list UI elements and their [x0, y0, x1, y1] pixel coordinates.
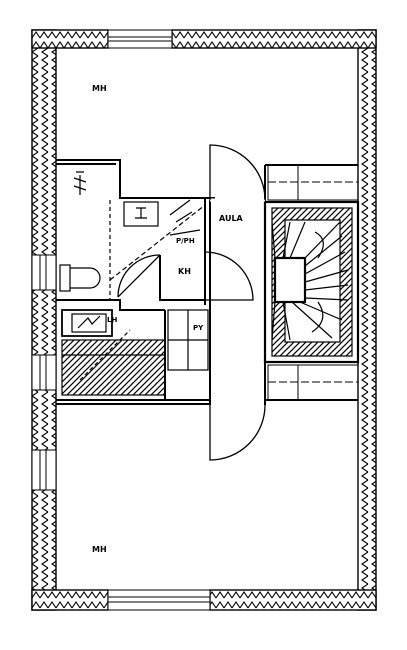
label-shower: P/PH [176, 237, 195, 245]
windows [31, 29, 211, 611]
window-left-2 [31, 354, 57, 391]
toilet [59, 264, 71, 292]
label-lower-room: MH [92, 545, 107, 554]
window-bottom [107, 589, 211, 611]
window-left-1 [31, 254, 57, 291]
right-wall [357, 29, 377, 611]
window-left-3 [31, 449, 57, 491]
laundry-area [61, 309, 209, 400]
label-utility: PY [193, 324, 204, 332]
top-wall-right [171, 29, 377, 49]
label-wc: KH [178, 267, 191, 276]
wardrobes [267, 164, 359, 401]
left-wall [31, 29, 57, 611]
bottom-wall-left [31, 589, 109, 611]
label-upper-room: MH [92, 84, 107, 93]
top-wall-left [31, 29, 109, 49]
sink [123, 201, 159, 227]
label-hall: AULA [219, 214, 244, 223]
staircase [263, 200, 360, 364]
bottom-wall-right [209, 589, 377, 611]
window-top [107, 29, 173, 49]
exterior-walls [31, 29, 377, 611]
doors [117, 144, 266, 461]
label-laundry: LH [107, 316, 117, 324]
bathroom-fixtures [59, 171, 206, 300]
